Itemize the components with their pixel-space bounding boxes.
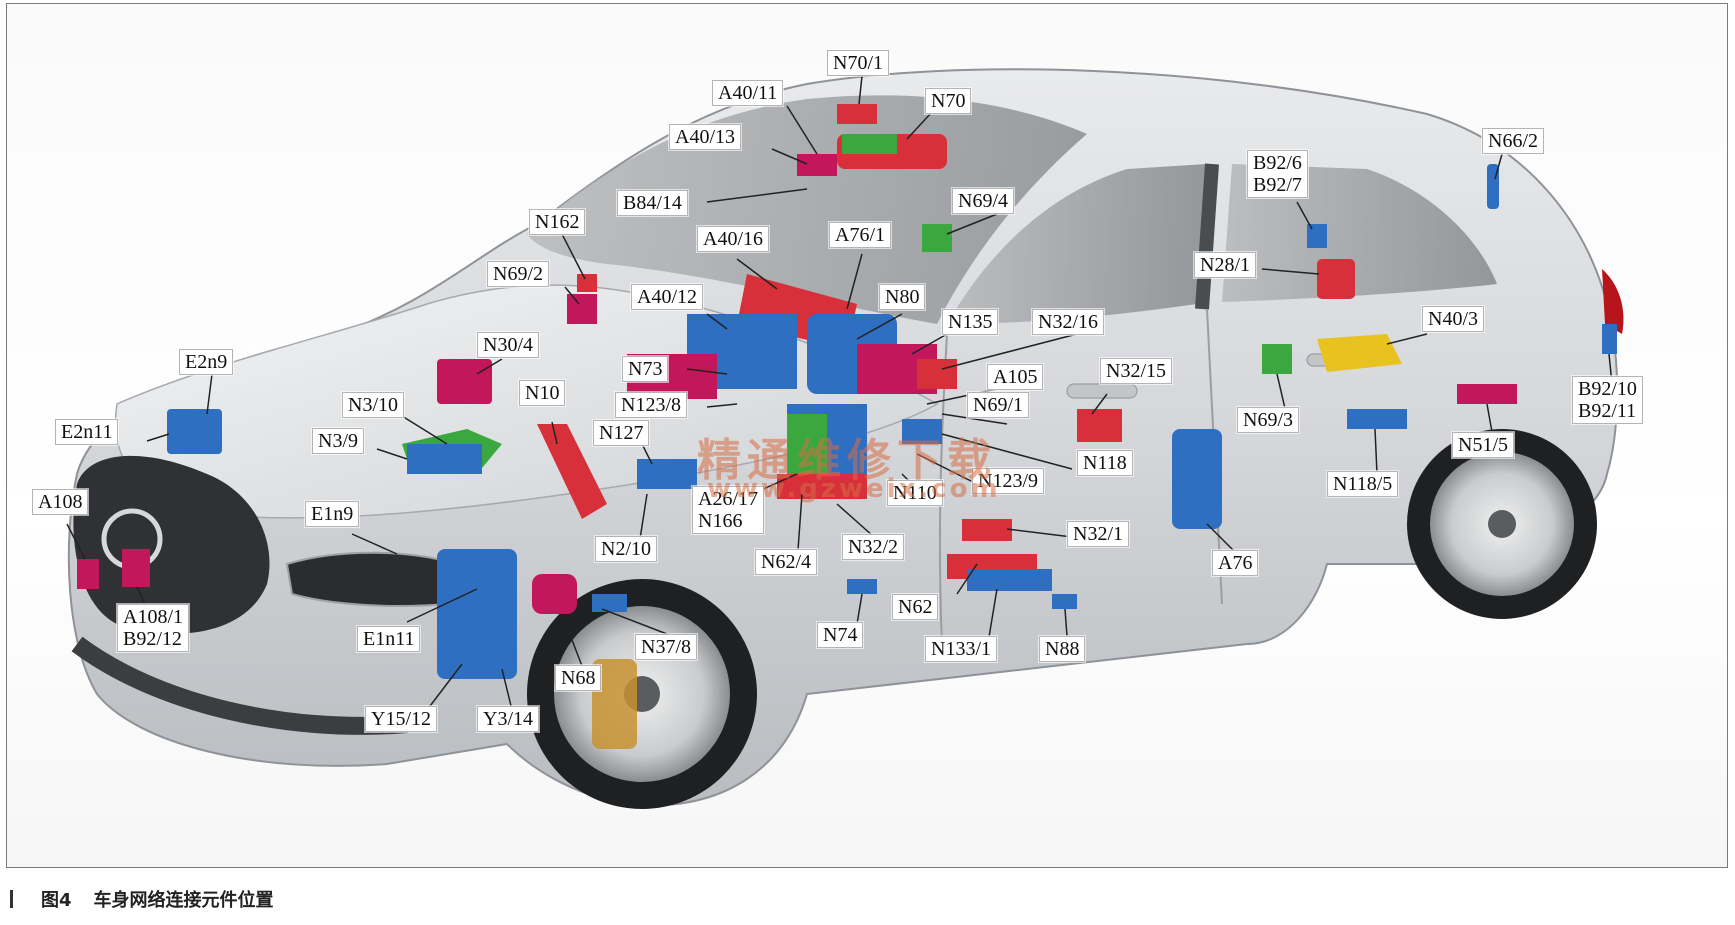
label-n69-4: N69/4 bbox=[952, 188, 1014, 214]
label-b92-10-b92-11: B92/10 B92/11 bbox=[1572, 376, 1643, 424]
label-n70: N70 bbox=[925, 88, 972, 114]
label-n123-9: N123/9 bbox=[972, 468, 1044, 494]
label-e1n11: E1n11 bbox=[357, 626, 421, 652]
label-n69-1: N69/1 bbox=[967, 392, 1029, 418]
label-e1n9: E1n9 bbox=[305, 501, 360, 527]
label-a105: A105 bbox=[987, 364, 1044, 390]
label-n3-10: N3/10 bbox=[342, 392, 404, 418]
diagram-frame: N70/1 A40/11 N70 A40/13 N66/2 B92/6 B92/… bbox=[6, 3, 1728, 868]
label-a76-1: A76/1 bbox=[829, 222, 891, 248]
label-n66-2: N66/2 bbox=[1482, 128, 1544, 154]
label-e2n9: E2n9 bbox=[179, 349, 234, 375]
watermark-text: 精通维修下载 bbox=[697, 435, 997, 486]
watermark-url: www.gzweix.com bbox=[707, 474, 1001, 504]
label-a26-17-n166: A26/17 N166 bbox=[692, 486, 764, 534]
leader-lines bbox=[66, 75, 1613, 711]
label-n118: N118 bbox=[1077, 450, 1133, 476]
label-n70-1: N70/1 bbox=[827, 50, 889, 76]
label-n32-2: N32/2 bbox=[842, 534, 904, 560]
label-n69-2: N69/2 bbox=[487, 261, 549, 287]
front-grille bbox=[73, 455, 270, 634]
label-n32-15: N32/15 bbox=[1100, 358, 1172, 384]
side-window-front bbox=[947, 164, 1207, 324]
label-n10: N10 bbox=[519, 380, 566, 406]
label-b84-14: B84/14 bbox=[617, 190, 688, 216]
label-n162: N162 bbox=[529, 209, 586, 235]
label-n2-10: N2/10 bbox=[595, 536, 657, 562]
components bbox=[77, 104, 1617, 679]
label-n68: N68 bbox=[555, 665, 602, 691]
label-n37-8: N37/8 bbox=[635, 634, 697, 660]
label-n127: N127 bbox=[593, 420, 650, 446]
label-n28-1: N28/1 bbox=[1194, 252, 1256, 278]
label-n73: N73 bbox=[622, 356, 669, 382]
label-n69-3: N69/3 bbox=[1237, 407, 1299, 433]
label-n135: N135 bbox=[942, 309, 999, 335]
caption-figure-number: 图4 bbox=[41, 890, 72, 911]
label-n51-5: N51/5 bbox=[1452, 432, 1514, 458]
label-n88: N88 bbox=[1039, 636, 1086, 662]
label-e2n11: E2n11 bbox=[55, 419, 119, 445]
label-n30-4: N30/4 bbox=[477, 332, 539, 358]
label-n80: N80 bbox=[879, 284, 926, 310]
label-n74: N74 bbox=[817, 622, 864, 648]
label-n32-16: N32/16 bbox=[1032, 309, 1104, 335]
side-window-rear bbox=[1222, 164, 1497, 302]
label-n123-8: N123/8 bbox=[615, 392, 687, 418]
label-n110: N110 bbox=[887, 480, 943, 506]
figure-caption: 图4 车身网络连接元件位置 bbox=[10, 884, 274, 914]
label-n32-1: N32/1 bbox=[1067, 521, 1129, 547]
label-a40-16: A40/16 bbox=[697, 226, 769, 252]
label-n3-9: N3/9 bbox=[312, 428, 364, 454]
caption-bar bbox=[10, 890, 13, 908]
label-a108-1-b92-12: A108/1 B92/12 bbox=[117, 604, 189, 652]
label-a108: A108 bbox=[32, 489, 89, 515]
label-y15-12: Y15/12 bbox=[365, 706, 437, 732]
label-n118-5: N118/5 bbox=[1327, 471, 1399, 497]
label-n133-1: N133/1 bbox=[925, 636, 997, 662]
label-a40-13: A40/13 bbox=[669, 124, 741, 150]
label-a40-12: A40/12 bbox=[631, 284, 703, 310]
label-n62-4: N62/4 bbox=[755, 549, 817, 575]
label-b92-6-b92-7: B92/6 B92/7 bbox=[1247, 150, 1308, 198]
label-a40-11: A40/11 bbox=[712, 80, 784, 106]
label-n40-3: N40/3 bbox=[1422, 306, 1484, 332]
label-a76: A76 bbox=[1212, 550, 1259, 576]
caption-text: 车身网络连接元件位置 bbox=[93, 890, 274, 911]
label-n62: N62 bbox=[892, 594, 939, 620]
label-y3-14: Y3/14 bbox=[477, 706, 539, 732]
